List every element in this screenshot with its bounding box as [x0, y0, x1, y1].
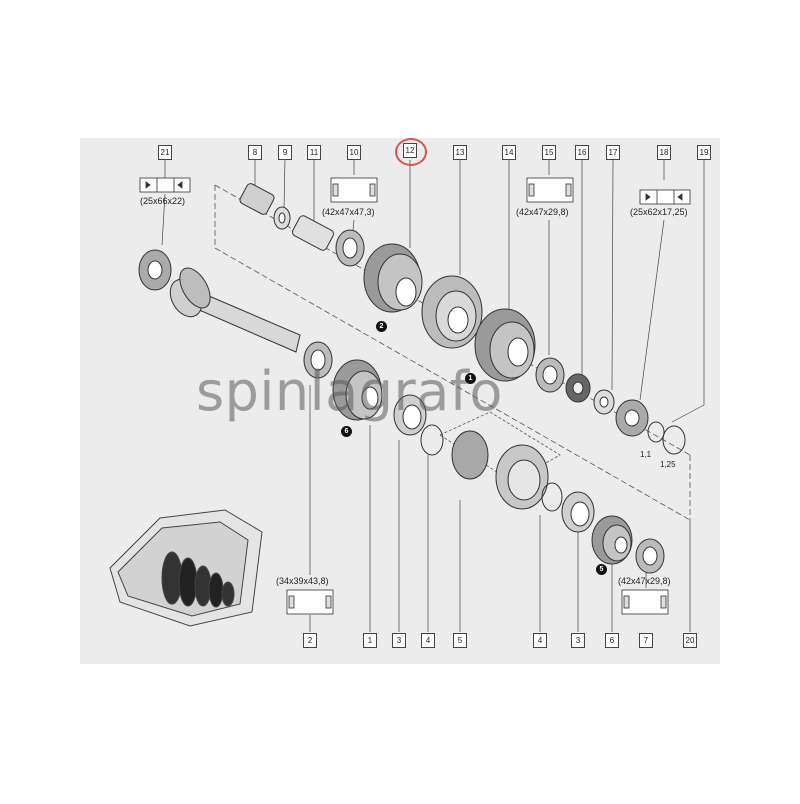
ring-3b	[561, 491, 595, 533]
part-label-15[interactable]: 15	[542, 145, 556, 160]
sleeve-16	[565, 373, 591, 403]
part-label-12[interactable]: 12	[403, 143, 417, 158]
dimension-15: (42x47x29,8)	[516, 207, 569, 217]
dimension-2: (34x39x43,8)	[276, 576, 329, 586]
needle-bearing-symbol-icon	[526, 177, 574, 203]
bearing-symbol-icon	[639, 189, 691, 205]
part-label-3b[interactable]: 3	[571, 633, 585, 648]
washer-9	[273, 206, 291, 230]
dimension-21: (25x66x22)	[140, 196, 186, 206]
lower-parts	[303, 341, 665, 574]
bearing-symbols	[139, 177, 691, 615]
circlips-19	[647, 421, 686, 455]
part-label-14[interactable]: 14	[502, 145, 516, 160]
part-label-13[interactable]: 13	[453, 145, 467, 160]
gear-6	[591, 515, 633, 565]
part-label-3[interactable]: 3	[392, 633, 406, 648]
watermark: spinlagrafo	[196, 360, 503, 423]
washer-17	[593, 389, 615, 415]
sleeve-8	[239, 183, 275, 215]
ring-3	[393, 394, 427, 436]
upper-parts	[239, 183, 686, 455]
dimension-18: (25x62x17,25)	[630, 207, 688, 217]
highlight-ring	[395, 138, 427, 166]
gearbox-housing-thumbnail	[109, 509, 263, 627]
ring-4b	[541, 482, 563, 512]
gear-1	[332, 359, 383, 421]
dimension-19b: 1,25	[660, 460, 676, 469]
dimension-7: (42x47x29,8)	[618, 576, 671, 586]
part-label-1[interactable]: 1	[363, 633, 377, 648]
part-label-5[interactable]: 5	[453, 633, 467, 648]
part-label-17[interactable]: 17	[606, 145, 620, 160]
callout-2: 2	[376, 321, 387, 332]
part-label-21[interactable]: 21	[158, 145, 172, 160]
part-label-16[interactable]: 16	[575, 145, 589, 160]
bearing-18	[615, 399, 649, 437]
needle-bearing-2	[303, 341, 333, 379]
needle-bearing-symbol-icon	[330, 177, 378, 203]
callout-1: 1	[465, 373, 476, 384]
dimension-10: (42x47x47,3)	[322, 207, 375, 217]
part-label-19[interactable]: 19	[697, 145, 711, 160]
part-label-9[interactable]: 9	[278, 145, 292, 160]
part-label-18[interactable]: 18	[657, 145, 671, 160]
callout-6: 6	[341, 426, 352, 437]
needle-bearing-15	[535, 357, 565, 393]
leader-lines	[161, 157, 705, 632]
dimension-19a: 1,1	[640, 450, 652, 459]
needle-bearing-10	[335, 229, 365, 267]
synchro-hub-5	[451, 430, 549, 510]
needle-bearing-7	[635, 538, 665, 574]
part-label-20[interactable]: 20	[683, 633, 697, 648]
gear-14	[474, 308, 536, 382]
main-shaft	[138, 249, 301, 353]
ring-4	[420, 424, 444, 456]
part-label-4[interactable]: 4	[421, 633, 435, 648]
part-label-11[interactable]: 11	[307, 145, 321, 160]
bearing-symbol-icon	[139, 177, 191, 193]
part-label-2[interactable]: 2	[303, 633, 317, 648]
synchro-13	[421, 275, 483, 349]
gear-12	[363, 243, 423, 313]
needle-bearing-symbol-icon	[621, 589, 669, 615]
part-label-10[interactable]: 10	[347, 145, 361, 160]
part-label-7[interactable]: 7	[639, 633, 653, 648]
part-label-4b[interactable]: 4	[533, 633, 547, 648]
part-label-6[interactable]: 6	[605, 633, 619, 648]
part-label-8[interactable]: 8	[248, 145, 262, 160]
needle-bearing-symbol-icon	[286, 589, 334, 615]
spacer-11	[291, 215, 335, 251]
callout-5: 5	[596, 564, 607, 575]
